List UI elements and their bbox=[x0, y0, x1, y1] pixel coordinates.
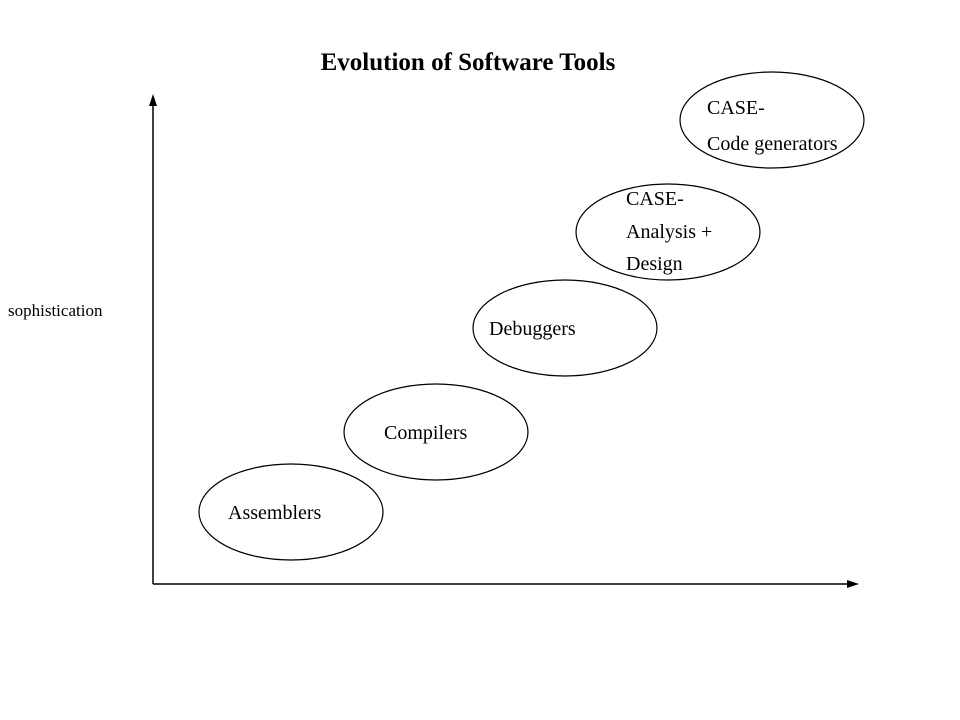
stage-compilers-line: Compilers bbox=[384, 422, 468, 444]
stage-assemblers-line: Assemblers bbox=[228, 502, 322, 524]
stage-assemblers-ellipse bbox=[198, 463, 384, 561]
stage-case-analysis-design-label: CASE- Analysis + Design bbox=[626, 188, 717, 275]
stage-case-code-generators-line-1: CASE- bbox=[707, 97, 765, 119]
diagram-title: Evolution of Software Tools bbox=[321, 49, 616, 76]
y-axis-arrowhead bbox=[149, 94, 157, 106]
stage-compilers-label: Compilers bbox=[384, 422, 468, 444]
y-axis-label: sophistication bbox=[8, 301, 103, 320]
stage-case-code-generators-ellipse bbox=[679, 71, 865, 169]
x-axis bbox=[153, 580, 859, 588]
x-axis-arrowhead bbox=[847, 580, 859, 588]
stage-case-code-generators-label: CASE- Code generators bbox=[707, 97, 838, 155]
stage-case-code-generators: CASE- Code generators bbox=[679, 71, 865, 169]
stage-debuggers-line: Debuggers bbox=[489, 318, 576, 340]
stage-compilers: Compilers bbox=[343, 383, 529, 481]
stage-case-analysis-design-line-3: Design bbox=[626, 253, 683, 275]
stage-debuggers-label: Debuggers bbox=[489, 318, 576, 340]
stage-case-code-generators-line-2: Code generators bbox=[707, 133, 838, 155]
stage-debuggers-ellipse bbox=[472, 279, 658, 377]
stage-case-analysis-design-line-2: Analysis + bbox=[626, 221, 712, 243]
y-axis bbox=[149, 94, 157, 584]
stage-compilers-ellipse bbox=[343, 383, 529, 481]
stage-case-analysis-design-line-1: CASE- bbox=[626, 188, 684, 210]
stage-assemblers: Assemblers bbox=[198, 463, 384, 561]
stage-debuggers: Debuggers bbox=[472, 279, 658, 377]
stage-case-analysis-design: CASE- Analysis + Design bbox=[575, 183, 761, 281]
stage-case-analysis-design-ellipse bbox=[575, 183, 761, 281]
stage-assemblers-label: Assemblers bbox=[228, 502, 322, 524]
